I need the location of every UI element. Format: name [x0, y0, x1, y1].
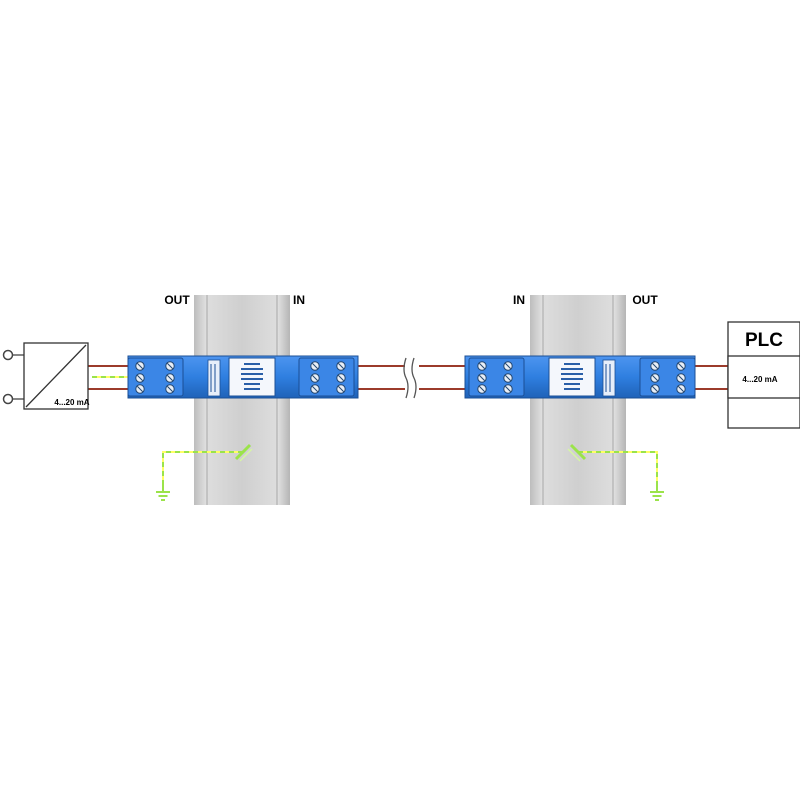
terminal-icon [2, 393, 14, 405]
din-rail-left [194, 295, 290, 505]
cable-break-symbol [403, 355, 419, 401]
terminal-block-in-left [298, 357, 355, 397]
ground-icon [649, 483, 665, 501]
label-out-right: OUT [632, 293, 658, 307]
terminal-icon [2, 349, 14, 361]
terminal-block-out-right [639, 357, 696, 397]
terminal-block-in-right [468, 357, 525, 397]
transmitter-signal-label: 4...20 mA [54, 398, 89, 407]
surge-module-left [127, 355, 359, 399]
plc: PLC 4...20 mA [727, 321, 800, 429]
label-in-left: IN [293, 293, 305, 307]
ground-icon [155, 483, 171, 501]
plc-title: PLC [745, 330, 783, 351]
label-out-left: OUT [164, 293, 190, 307]
transmitter: 4...20 mA [2, 342, 90, 410]
din-rail-right [530, 295, 626, 505]
ground-connection-left [155, 443, 253, 501]
plc-signal-label: 4...20 mA [742, 375, 777, 384]
surge-module-right [464, 355, 696, 399]
label-in-right: IN [513, 293, 525, 307]
ground-connection-right [567, 443, 665, 501]
converter-diagonal-icon [25, 344, 87, 408]
